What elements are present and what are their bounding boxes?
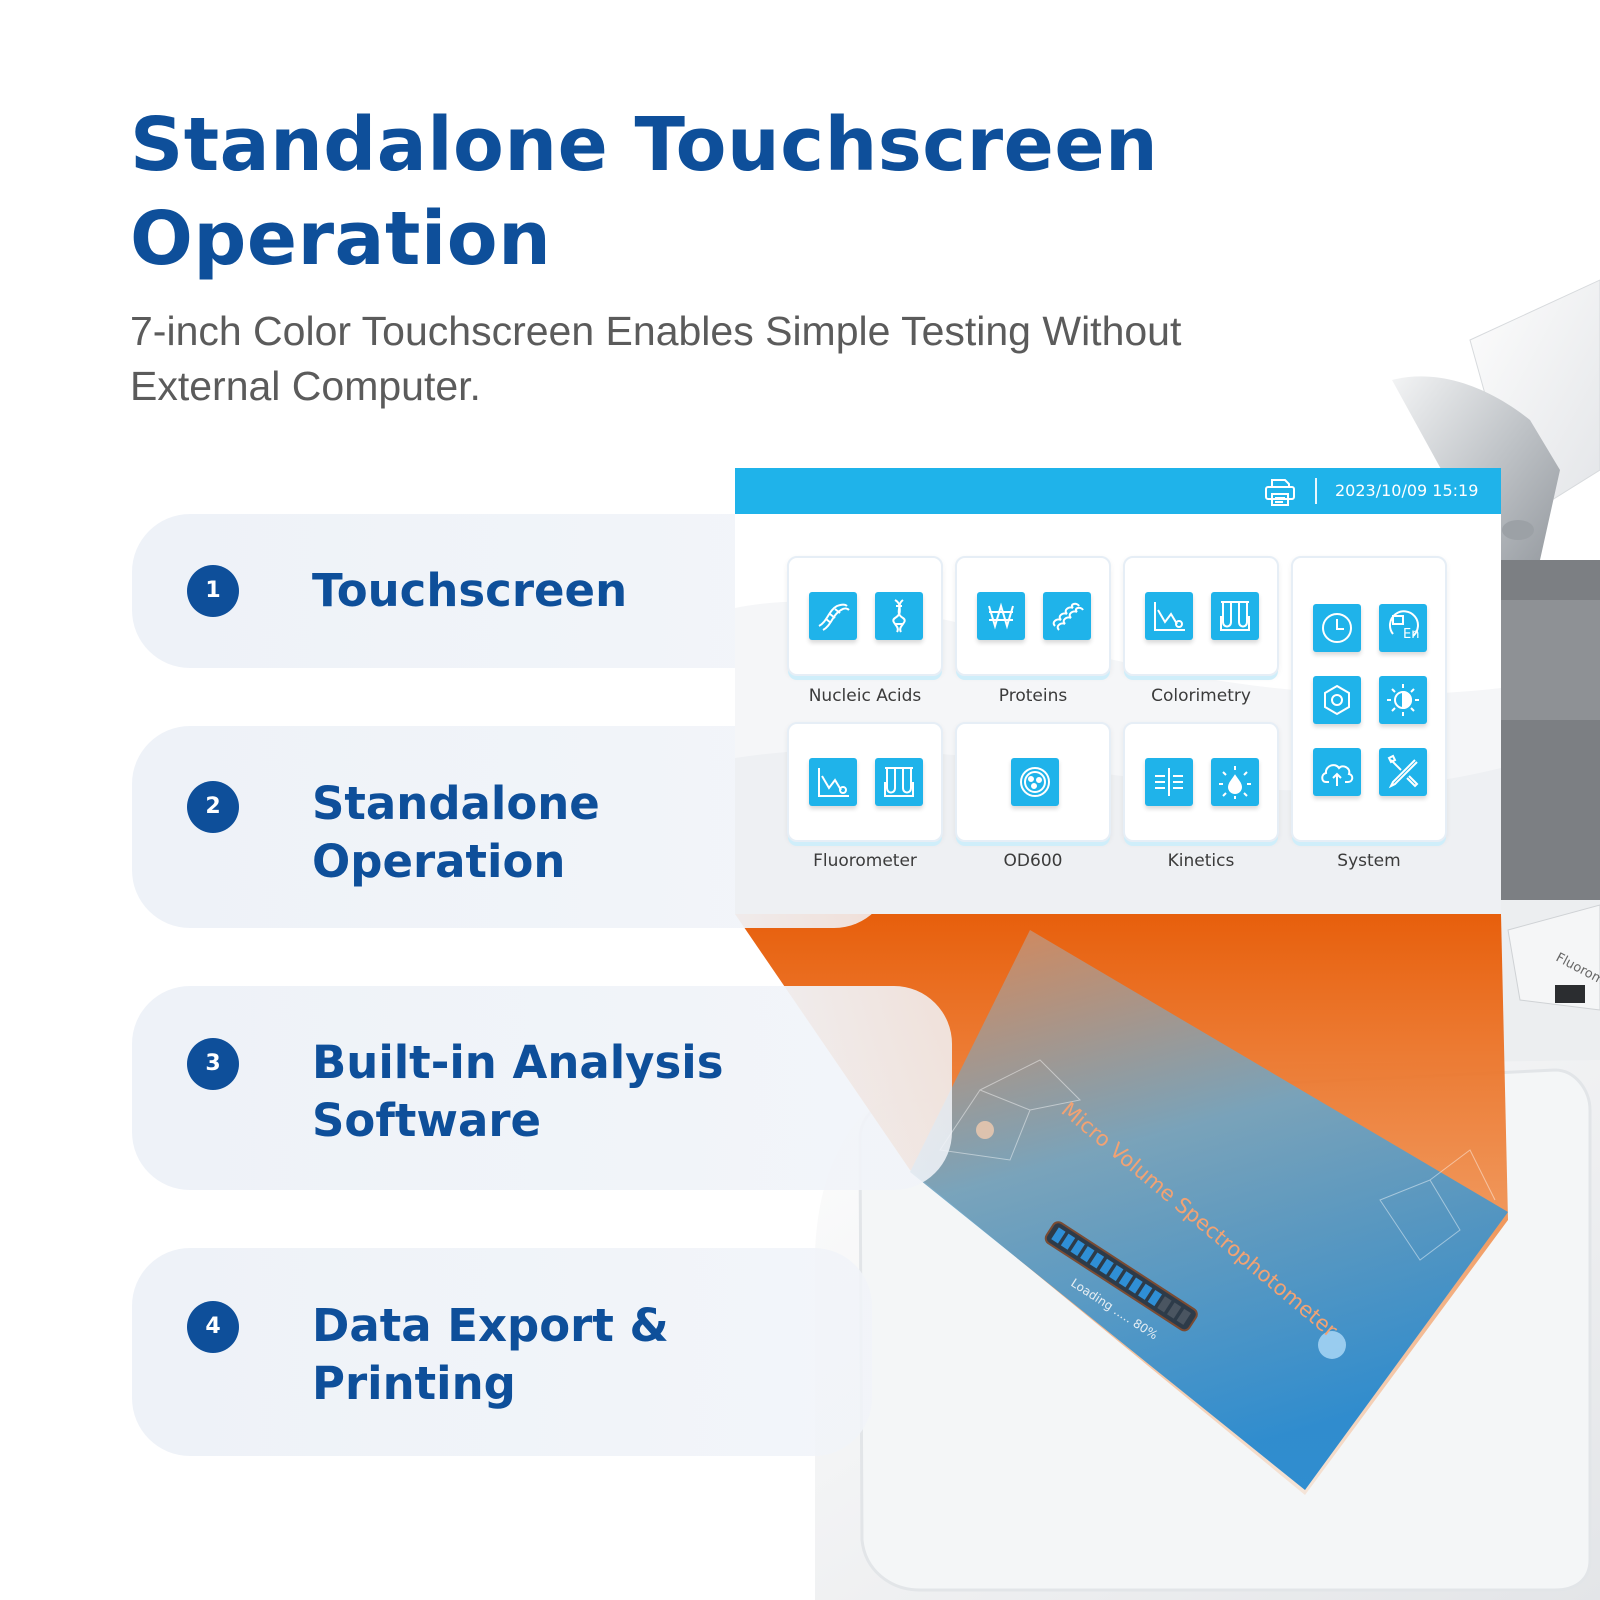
feature-item-data-export-printing: 4 Data Export & Printing	[132, 1248, 872, 1456]
screen-top-bar: 2023/10/09 15:19	[735, 468, 1501, 514]
test-tubes-icon	[1211, 592, 1259, 640]
test-tubes-icon	[875, 758, 923, 806]
module-label: Nucleic Acids	[808, 686, 922, 706]
feature-label: Standalone Operation	[312, 777, 600, 888]
module-label: OD600	[1003, 851, 1063, 871]
loading-segment	[1109, 1264, 1124, 1282]
hexagon-nut-icon	[1313, 676, 1361, 724]
loading-segment	[1176, 1308, 1191, 1325]
module-label: Colorimetry	[1151, 686, 1251, 706]
loading-segment	[1138, 1283, 1153, 1300]
loading-segment	[1089, 1252, 1105, 1269]
kinetics-icon	[1145, 758, 1193, 806]
loading-segment	[1166, 1302, 1182, 1319]
module-fluorometer-button[interactable]	[787, 722, 943, 842]
protein-helix-icon	[977, 592, 1025, 640]
module-system-button[interactable]: En	[1291, 556, 1447, 842]
line-chart-icon	[1145, 592, 1193, 640]
loading-segment	[1118, 1271, 1134, 1288]
module-label: Kinetics	[1167, 851, 1235, 871]
module-label: Fluorometer	[813, 851, 917, 871]
loading-segment	[1157, 1296, 1172, 1313]
loading-segment	[1060, 1233, 1076, 1250]
droplet-burst-icon	[1211, 758, 1259, 806]
clock-icon	[1313, 604, 1361, 652]
device-lcd	[910, 930, 1508, 1490]
loading-segment	[1128, 1277, 1143, 1294]
dna-strand-icon	[875, 592, 923, 640]
lcd-network-pattern	[939, 1059, 1496, 1261]
lcd-loading-bar	[1044, 1221, 1198, 1332]
module-label: System	[1337, 851, 1401, 871]
protein-coil-icon	[1043, 592, 1091, 640]
feature-number-badge: 4	[187, 1301, 239, 1353]
svg-text:En: En	[1403, 627, 1419, 642]
page-subtitle: 7-inch Color Touchscreen Enables Simple …	[130, 308, 1182, 409]
feature-label: Data Export & Printing	[312, 1299, 669, 1410]
feature-number-badge: 1	[187, 565, 239, 617]
brightness-icon	[1379, 676, 1427, 724]
language-icon: En	[1379, 604, 1427, 652]
cloud-upload-icon	[1313, 748, 1361, 796]
feature-number-badge: 3	[187, 1038, 239, 1090]
page-title: Standalone Touchscreen Operation	[130, 102, 1159, 282]
touchscreen-home-screen: 2023/10/09 15:19 Nucleic Acids Proteins …	[735, 468, 1501, 914]
feature-label: Touchscreen	[312, 564, 628, 617]
cell-culture-icon	[1011, 758, 1059, 806]
loading-segment	[1080, 1246, 1095, 1263]
feature-item-analysis-software: 3 Built-in Analysis Software	[132, 986, 952, 1190]
module-label: Proteins	[998, 686, 1068, 706]
printer-icon[interactable]	[1263, 477, 1297, 507]
feature-label: Built-in Analysis Software	[312, 1036, 724, 1147]
module-kinetics-button[interactable]	[1123, 722, 1279, 842]
module-od600-button[interactable]	[955, 722, 1111, 842]
loading-segment	[1099, 1258, 1114, 1275]
feature-number-badge: 2	[187, 781, 239, 833]
module-nucleic-acids-button[interactable]	[787, 556, 943, 676]
module-colorimetry-button[interactable]	[1123, 556, 1279, 676]
module-proteins-button[interactable]	[955, 556, 1111, 676]
tools-icon	[1379, 748, 1427, 796]
loading-segment	[1051, 1227, 1066, 1244]
datetime-display: 2023/10/09 15:19	[1335, 481, 1479, 500]
device-knob	[1502, 520, 1534, 540]
loading-segment	[1147, 1290, 1163, 1307]
dna-icon	[809, 592, 857, 640]
line-chart-icon	[809, 758, 857, 806]
top-bar-divider	[1315, 478, 1317, 504]
loading-segment	[1070, 1239, 1085, 1257]
